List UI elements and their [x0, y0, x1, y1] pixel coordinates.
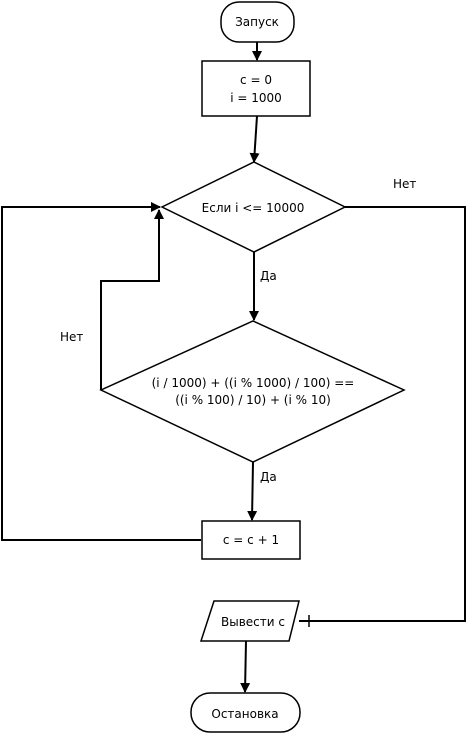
- edge-increment-back: [1, 202, 201, 541]
- sum-check-line-1: (i / 1000) + ((i % 1000) / 100) ==: [152, 376, 355, 390]
- edge-init-to-loop-check: [249, 115, 260, 163]
- loop-check-label: Если i <= 10000: [202, 201, 305, 215]
- end-label: Остановка: [211, 707, 278, 721]
- flowchart-edges: [1, 42, 466, 693]
- edge-loop-no: [299, 206, 466, 622]
- output-io-node: Вывести c: [199, 600, 300, 642]
- edge-sum-yes: [247, 461, 258, 521]
- increment-label: c = c + 1: [223, 533, 279, 547]
- init-process-node: c = 0 i = 1000: [201, 60, 311, 117]
- sum-yes-label: Да: [260, 470, 277, 484]
- sum-check-decision: (i / 1000) + ((i % 1000) / 100) == ((i %…: [99, 320, 406, 463]
- sum-no-label: Нет: [60, 330, 83, 344]
- start-label: Запуск: [235, 15, 279, 29]
- loop-check-decision: Если i <= 10000: [160, 161, 347, 253]
- edge-output-to-end: [240, 640, 251, 693]
- loop-no-label: Нет: [393, 177, 416, 191]
- start-node: Запуск: [220, 1, 295, 43]
- output-label: Вывести c: [221, 615, 285, 629]
- init-line-2: i = 1000: [230, 91, 282, 105]
- init-line-1: c = 0: [240, 73, 272, 87]
- edge-sum-no: [100, 209, 164, 390]
- end-node: Остановка: [190, 692, 301, 733]
- sum-check-line-2: ((i % 100) / 10) + (i % 10): [175, 393, 331, 407]
- increment-process-node: c = c + 1: [201, 520, 301, 560]
- loop-yes-label: Да: [260, 269, 277, 283]
